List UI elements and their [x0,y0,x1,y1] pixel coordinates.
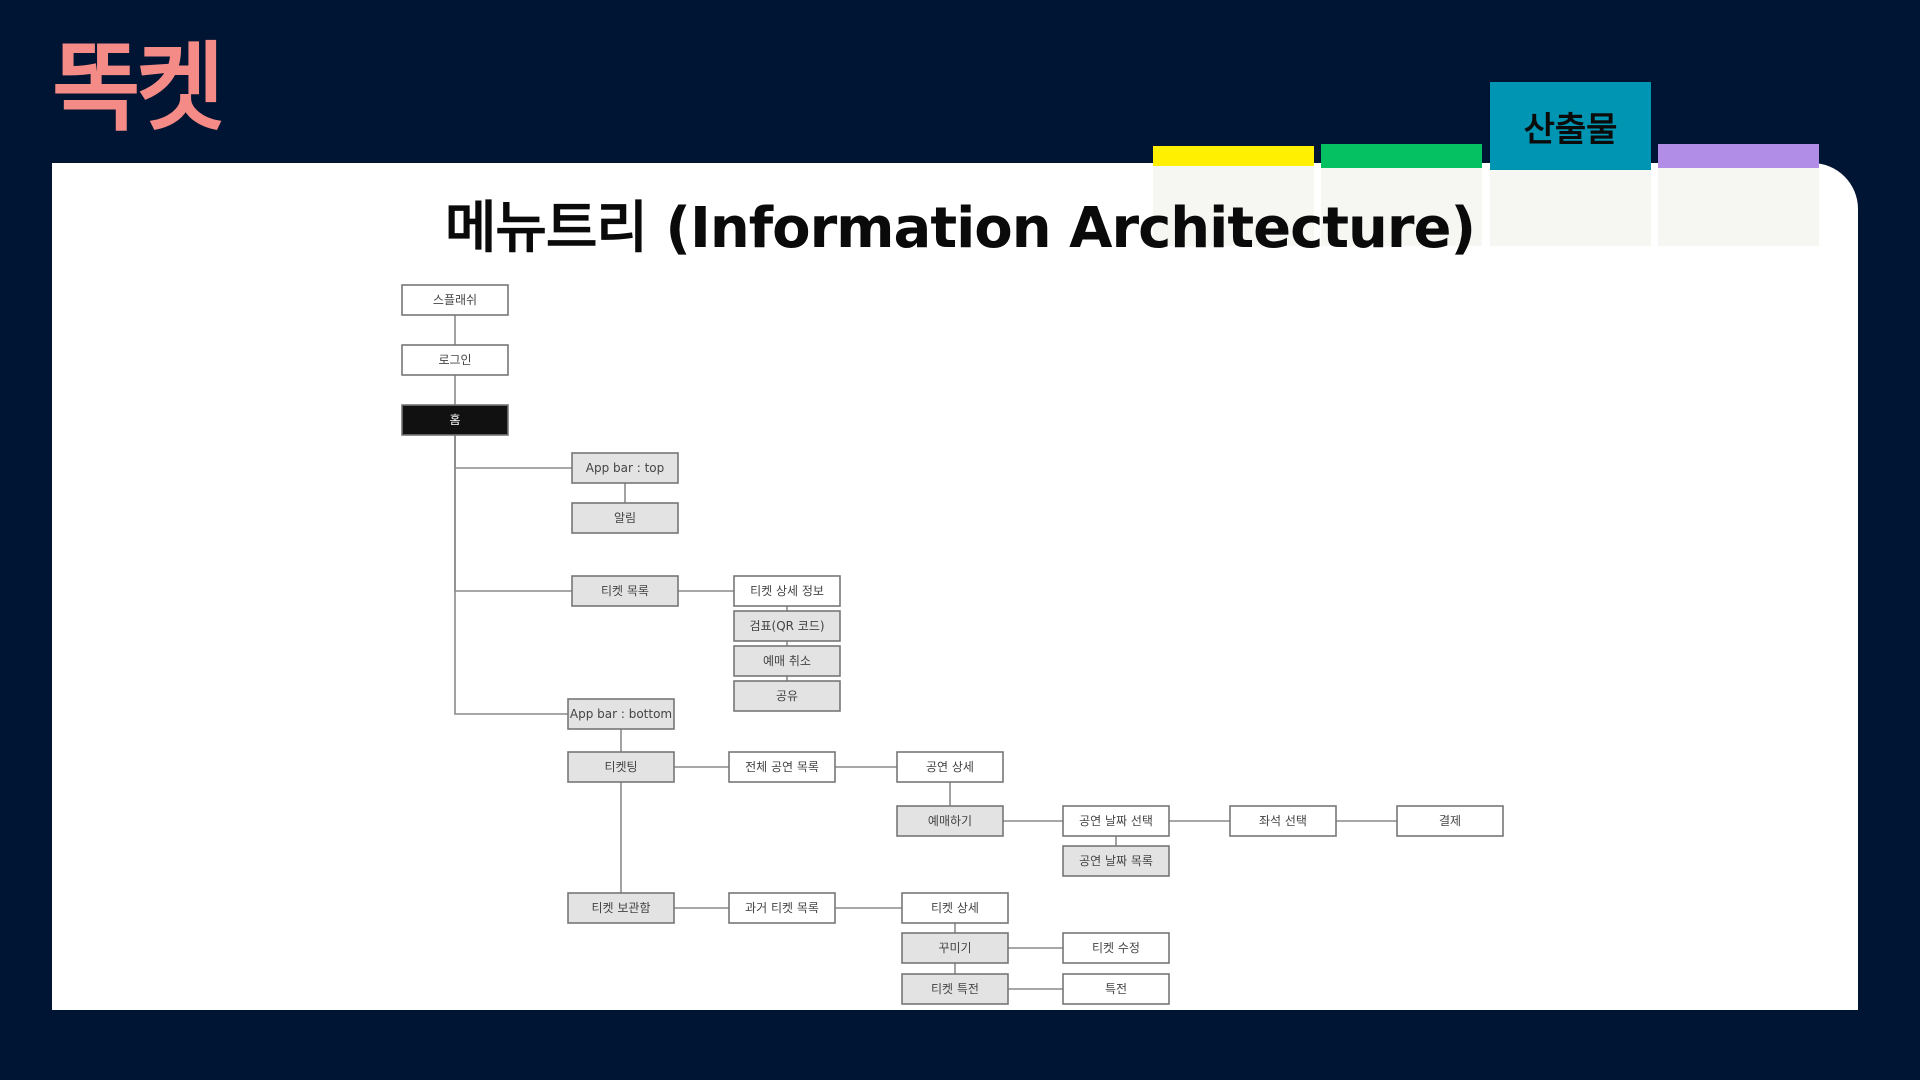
node-alarm: 알림 [571,502,679,534]
edge-home-to-appbar-bottom [454,435,568,715]
page-title: 메뉴트리 (Information Architecture) [444,196,1476,261]
node-label: 공연 상세 [926,760,974,774]
node-box [728,892,836,924]
node-ticket-detail-info: 티켓 상세 정보 [733,575,841,607]
edge-home-to-ticket-list [454,435,572,592]
node-label: 티켓 보관함 [591,901,650,915]
node-label: 티켓 상세 정보 [750,584,824,598]
node-box [1229,805,1337,837]
node-box [733,575,841,607]
node-label: 공유 [776,689,798,703]
node-ticket-list: 티켓 목록 [571,575,679,607]
node-past-tickets: 과거 티켓 목록 [728,892,836,924]
node-book: 예매하기 [896,805,1004,837]
tab-color-bar [1658,144,1819,168]
node-box [1062,973,1170,1005]
section-tab-2[interactable] [1321,144,1482,246]
node-perk: 특전 [1062,973,1170,1005]
node-box [567,698,675,730]
node-box [901,892,1009,924]
node-box [571,452,679,484]
node-label: 티켓 상세 [931,901,979,915]
node-ticketing: 티켓팅 [567,751,675,783]
node-show-detail: 공연 상세 [896,751,1004,783]
node-all-shows: 전체 공연 목록 [728,751,836,783]
tab-body [1658,168,1819,246]
node-seat-select: 좌석 선택 [1229,805,1337,837]
node-ticket-check: 검표(QR 코드) [733,610,841,642]
node-share: 공유 [733,680,841,712]
node-label: 티켓 수정 [1092,941,1140,955]
node-label: 특전 [1105,982,1127,996]
node-label: 티켓팅 [604,760,637,774]
section-tab-1[interactable] [1153,146,1314,246]
node-box [1062,845,1170,877]
node-box [901,973,1009,1005]
node-label: 티켓 특전 [931,982,979,996]
node-ticket-perk: 티켓 특전 [901,973,1009,1005]
section-tab-4[interactable] [1658,144,1819,246]
node-label: 결제 [1439,814,1461,828]
node-appbar-top: App bar : top [571,452,679,484]
node-label: 예매 취소 [763,654,811,668]
node-box [896,751,1004,783]
node-box [401,284,509,316]
node-label: 과거 티켓 목록 [745,901,819,915]
node-label: App bar : bottom [570,707,672,721]
node-label: 공연 날짜 목록 [1079,854,1153,868]
node-box [401,404,509,436]
node-label: 티켓 목록 [601,584,649,598]
node-box [896,805,1004,837]
tab-color-bar [1490,82,1651,170]
node-ticket-box: 티켓 보관함 [567,892,675,924]
tab-color-bar [1153,146,1314,166]
section-tab-3[interactable]: 산출물 [1490,82,1651,246]
node-label: 예매하기 [928,814,972,828]
node-box [567,751,675,783]
node-date-list: 공연 날짜 목록 [1062,845,1170,877]
node-cancel-booking: 예매 취소 [733,645,841,677]
content-card [52,163,1858,1010]
node-label: 홈 [449,413,460,427]
tab-body [1153,166,1314,246]
brand-logo: 똑켓 [52,32,225,144]
tab-body [1321,168,1482,246]
node-decorate: 꾸미기 [901,932,1009,964]
node-box [733,680,841,712]
node-label: 꾸미기 [938,941,971,955]
node-box [1396,805,1504,837]
node-box [733,610,841,642]
node-payment: 결제 [1396,805,1504,837]
node-appbar-bottom: App bar : bottom [567,698,675,730]
node-box [567,892,675,924]
tab-body [1490,170,1651,246]
node-label: 알림 [614,511,636,525]
node-home: 홈 [401,404,509,436]
node-label: 스플래쉬 [433,293,477,307]
node-box [901,932,1009,964]
node-ticket-edit: 티켓 수정 [1062,932,1170,964]
node-label: 검표(QR 코드) [749,619,824,633]
node-login: 로그인 [401,344,509,376]
node-date-select: 공연 날짜 선택 [1062,805,1170,837]
node-label: App bar : top [586,461,665,475]
node-box [733,645,841,677]
tab-color-bar [1321,144,1482,168]
node-box [1062,932,1170,964]
tab-label: 산출물 [1523,109,1618,150]
node-box [571,502,679,534]
node-ticket-detail: 티켓 상세 [901,892,1009,924]
node-label: 로그인 [438,353,471,367]
node-box [728,751,836,783]
node-label: 전체 공연 목록 [745,760,819,774]
node-label: 공연 날짜 선택 [1079,814,1153,828]
edge-home-to-appbar-top [454,435,572,469]
node-label: 좌석 선택 [1259,814,1307,828]
node-splash: 스플래쉬 [401,284,509,316]
node-box [401,344,509,376]
node-box [571,575,679,607]
node-box [1062,805,1170,837]
